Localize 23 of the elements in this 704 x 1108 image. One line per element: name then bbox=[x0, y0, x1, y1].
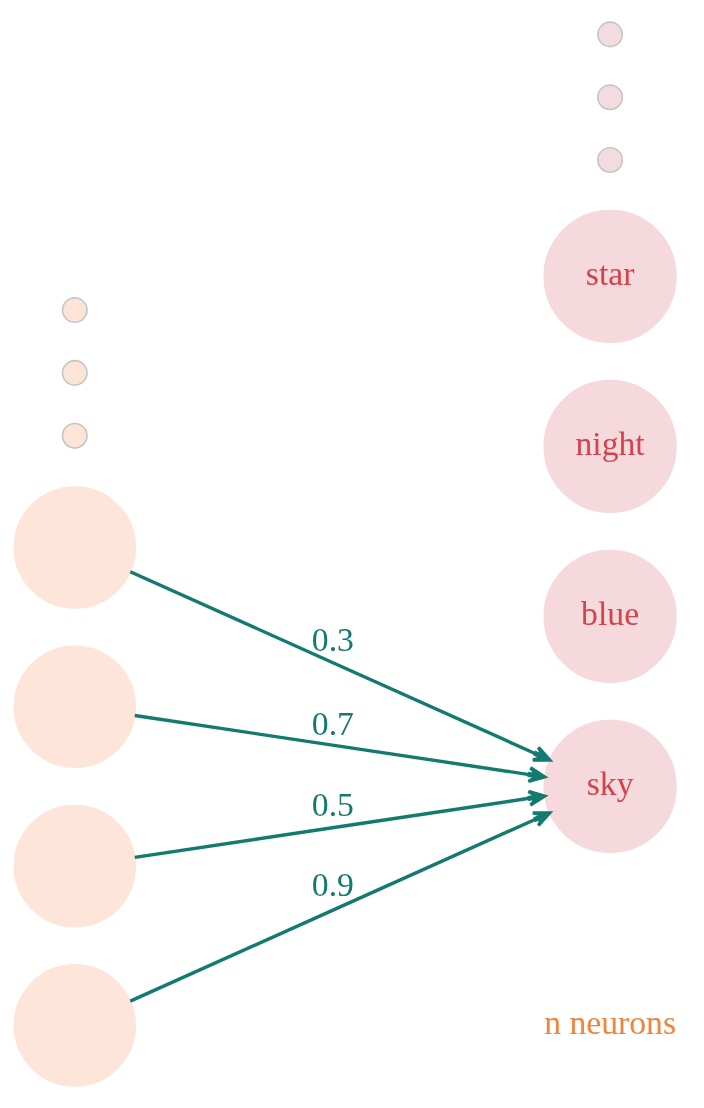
node-circle bbox=[61, 422, 88, 449]
arrow bbox=[134, 713, 547, 784]
node-circle: sky bbox=[543, 719, 677, 854]
node-circle: blue bbox=[543, 549, 677, 684]
edge-label: 0.7 bbox=[311, 705, 354, 743]
arrow bbox=[134, 789, 547, 859]
node-circle bbox=[597, 146, 624, 173]
node-circle bbox=[13, 645, 137, 769]
node-circle bbox=[61, 297, 88, 324]
edge-label: 0.5 bbox=[311, 786, 354, 824]
node-circle bbox=[597, 84, 624, 111]
node-circle: star bbox=[543, 209, 677, 343]
node-circle bbox=[13, 964, 137, 1087]
arrow bbox=[129, 570, 552, 762]
node-circle bbox=[597, 21, 624, 48]
node-circle: night bbox=[543, 379, 677, 514]
node-circle bbox=[13, 486, 137, 609]
node-circle bbox=[13, 804, 137, 928]
node-circle bbox=[61, 359, 88, 386]
edge-label: 0.9 bbox=[311, 866, 354, 904]
label: n neurons bbox=[544, 1003, 677, 1041]
edge-label: 0.3 bbox=[311, 621, 354, 659]
arrow bbox=[129, 811, 552, 1003]
